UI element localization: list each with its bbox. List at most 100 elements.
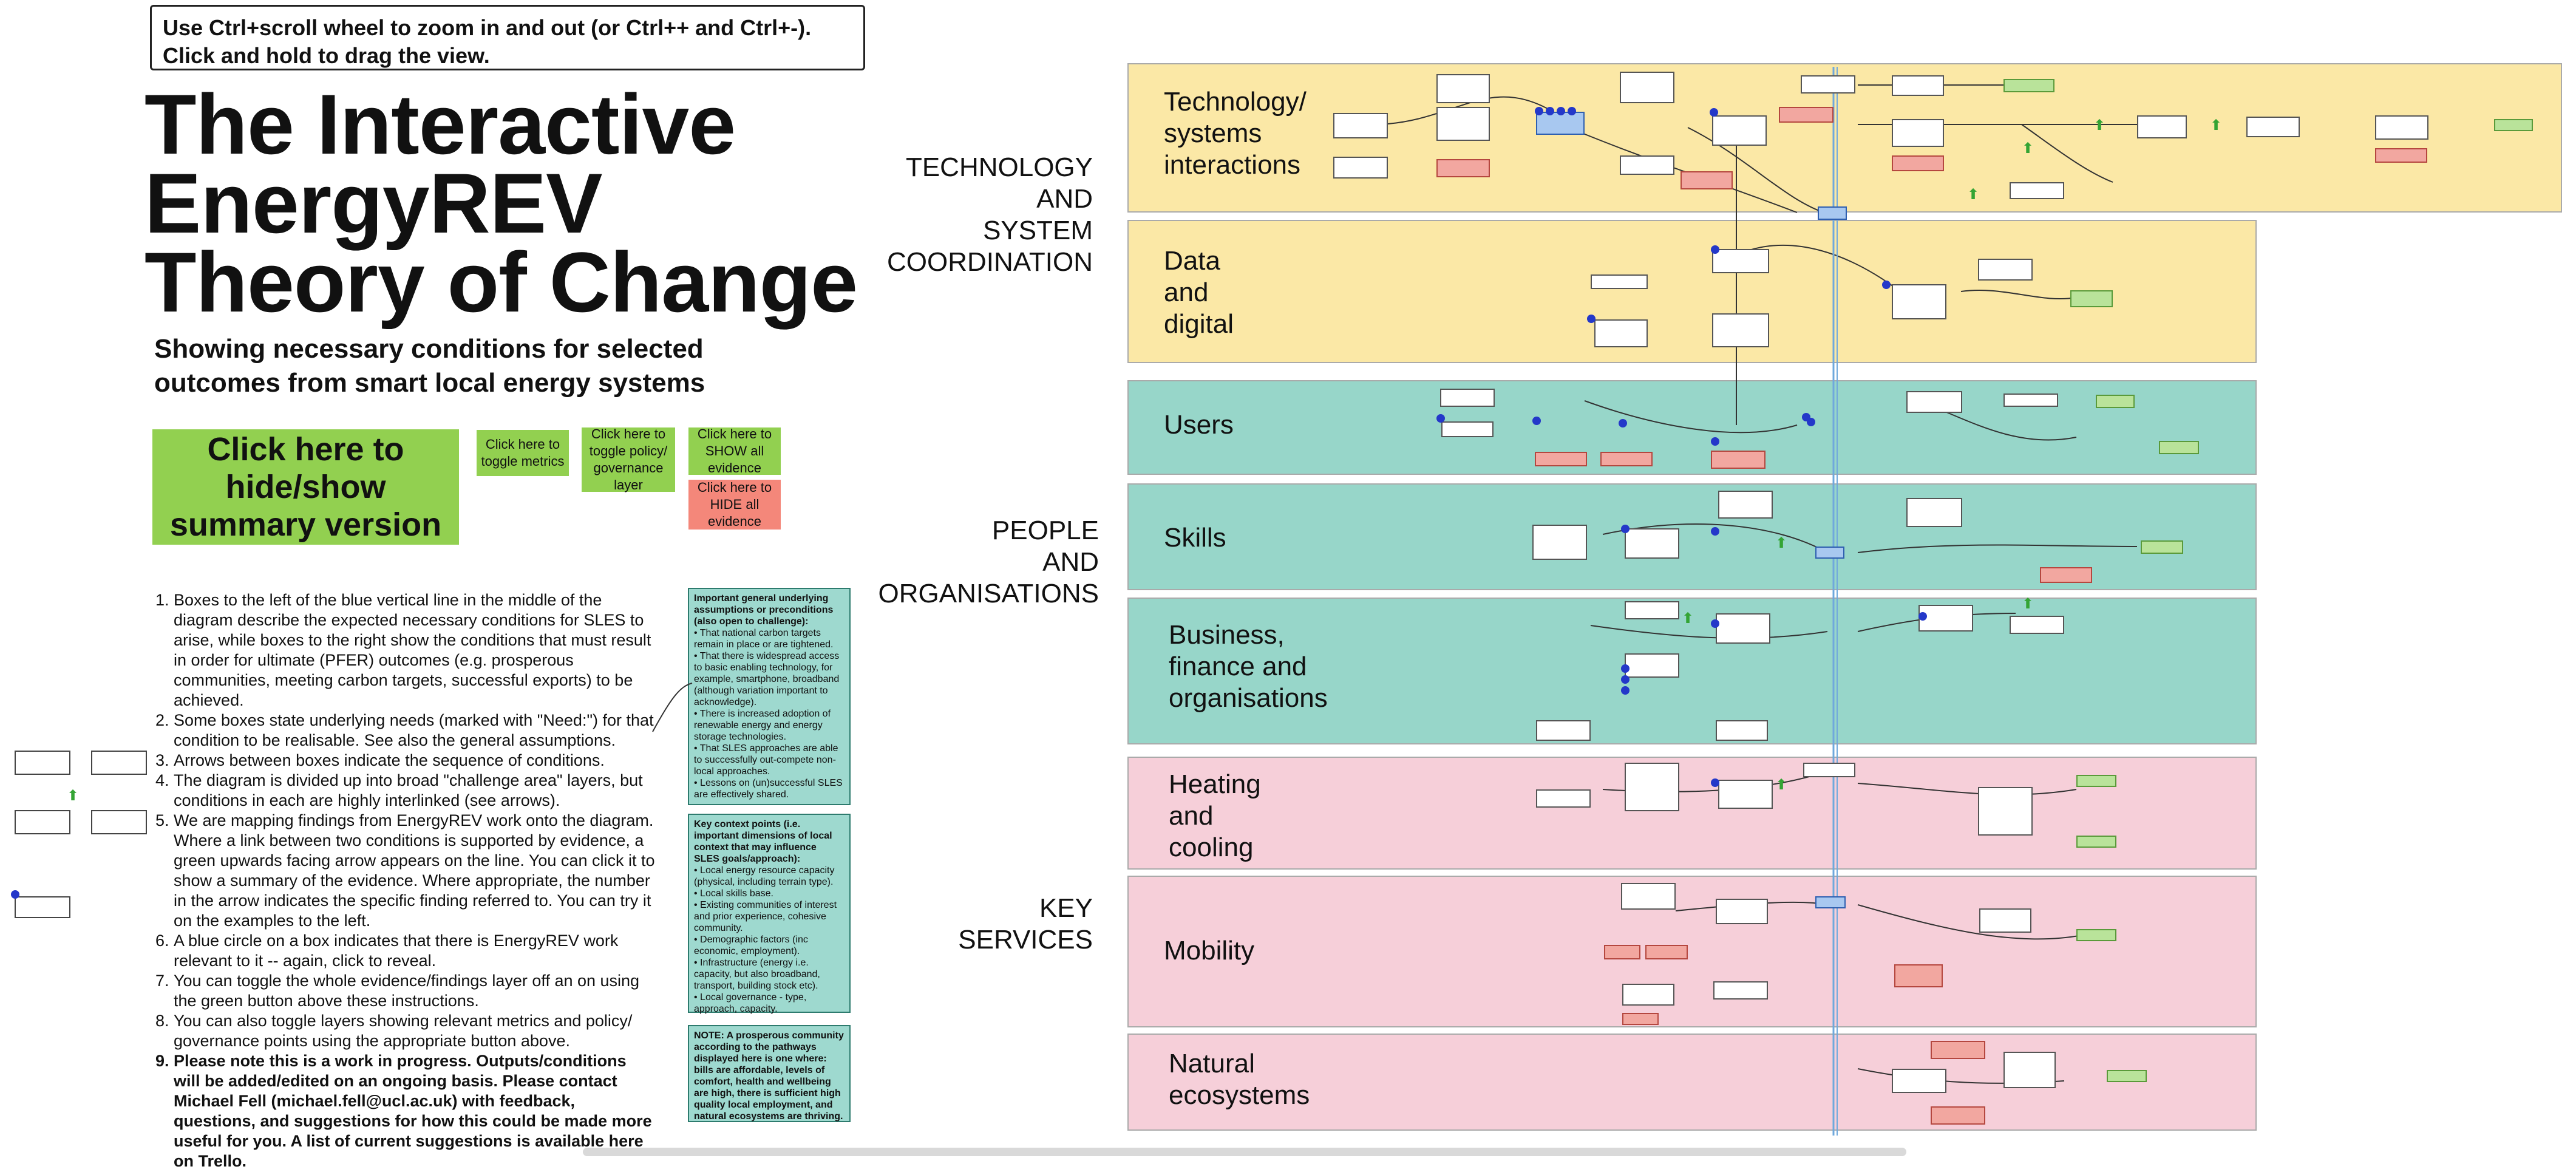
metric-box[interactable]	[2040, 567, 2092, 583]
condition-box[interactable]	[1436, 107, 1490, 141]
condition-box[interactable]	[1716, 720, 1768, 741]
condition-box[interactable]	[1536, 720, 1591, 741]
condition-box[interactable]	[1892, 119, 1944, 147]
condition-box[interactable]	[1718, 491, 1773, 519]
show-evidence-button[interactable]: Click here to SHOW all evidence	[688, 426, 781, 475]
condition-box[interactable]	[2010, 182, 2064, 199]
evidence-circle-icon[interactable]	[1621, 525, 1630, 533]
evidence-circle-icon[interactable]	[1711, 619, 1719, 628]
outcome-box[interactable]	[2107, 1070, 2147, 1082]
evidence-circle-icon[interactable]	[1802, 413, 1810, 421]
condition-box[interactable]	[1441, 421, 1494, 437]
toggle-metrics-button[interactable]: Click here to toggle metrics	[477, 430, 569, 476]
condition-box[interactable]	[1803, 763, 1855, 777]
evidence-circle-icon[interactable]	[1546, 107, 1554, 115]
metric-box[interactable]	[1894, 964, 1943, 987]
condition-box[interactable]	[1620, 155, 1674, 175]
hub-box[interactable]	[1815, 896, 1846, 908]
condition-box[interactable]	[1591, 274, 1648, 289]
condition-box[interactable]	[1918, 605, 1973, 632]
condition-box[interactable]	[1625, 601, 1679, 619]
evidence-circle-icon[interactable]	[1711, 245, 1719, 254]
condition-box[interactable]	[1892, 284, 1946, 319]
metric-box[interactable]	[1892, 155, 1944, 171]
condition-box[interactable]	[1622, 984, 1674, 1006]
condition-box[interactable]	[2003, 393, 2058, 407]
evidence-circle-icon[interactable]	[1587, 315, 1596, 323]
evidence-arrow-icon[interactable]: ⬆	[67, 788, 80, 804]
metric-box[interactable]	[1535, 452, 1587, 466]
evidence-circle-icon[interactable]	[1710, 108, 1718, 117]
hub-box[interactable]	[1818, 206, 1847, 220]
evidence-circle-icon[interactable]	[11, 890, 19, 899]
condition-box[interactable]	[1536, 789, 1591, 808]
condition-box[interactable]	[1978, 787, 2033, 836]
outcome-box[interactable]	[2159, 441, 2199, 454]
metric-box[interactable]	[1604, 945, 1640, 959]
evidence-circle-icon[interactable]	[1711, 527, 1719, 536]
condition-box[interactable]	[1718, 780, 1773, 809]
condition-box[interactable]	[2375, 115, 2428, 140]
outcome-box[interactable]	[2141, 540, 2183, 554]
condition-box[interactable]	[1712, 249, 1769, 273]
example-box[interactable]	[15, 751, 70, 775]
metric-box[interactable]	[1681, 171, 1733, 189]
evidence-arrow-icon[interactable]: ⬆	[1775, 777, 1788, 793]
condition-box[interactable]	[1892, 75, 1944, 96]
condition-box[interactable]	[1594, 319, 1648, 347]
evidence-circle-icon[interactable]	[1621, 664, 1630, 673]
evidence-circle-icon[interactable]	[1711, 778, 1719, 787]
evidence-circle-icon[interactable]	[1882, 281, 1891, 289]
condition-box[interactable]	[1713, 981, 1768, 1000]
condition-box[interactable]	[1440, 389, 1495, 407]
evidence-arrow-icon[interactable]: ⬆	[1775, 535, 1788, 551]
condition-box[interactable]	[1620, 72, 1674, 103]
evidence-circle-icon[interactable]	[1557, 107, 1565, 115]
outcome-box[interactable]	[2003, 79, 2054, 92]
evidence-arrow-icon[interactable]: ⬆	[2022, 140, 2034, 157]
evidence-circle-icon[interactable]	[1918, 612, 1927, 621]
condition-box[interactable]	[1333, 113, 1388, 138]
condition-box[interactable]	[1712, 115, 1767, 146]
condition-box[interactable]	[1978, 259, 2033, 281]
evidence-circle-icon[interactable]	[1535, 107, 1543, 115]
outcome-box[interactable]	[2076, 929, 2116, 941]
outcome-box[interactable]	[2076, 775, 2116, 787]
evidence-arrow-icon[interactable]: ⬆	[2022, 596, 2034, 612]
condition-box[interactable]	[2010, 616, 2064, 634]
condition-box[interactable]	[1621, 883, 1676, 910]
example-box[interactable]	[91, 810, 147, 834]
evidence-circle-icon[interactable]	[1621, 686, 1630, 695]
condition-box[interactable]	[2246, 117, 2300, 137]
metric-box[interactable]	[1436, 159, 1490, 177]
metric-box[interactable]	[1931, 1106, 1985, 1125]
condition-box[interactable]	[1436, 74, 1490, 103]
condition-box[interactable]	[1906, 391, 1962, 413]
condition-box[interactable]	[1801, 75, 1855, 94]
condition-box[interactable]	[1716, 899, 1768, 924]
condition-box[interactable]	[1892, 1069, 1946, 1093]
outcome-box[interactable]	[2076, 836, 2116, 848]
condition-box[interactable]	[1716, 613, 1770, 644]
example-box[interactable]	[15, 896, 70, 918]
evidence-circle-icon[interactable]	[1436, 414, 1445, 423]
horizontal-scrollbar[interactable]	[583, 1148, 1906, 1156]
outcome-box[interactable]	[2494, 119, 2533, 131]
toggle-policy-button[interactable]: Click here to toggle policy/ governance …	[582, 426, 675, 492]
example-box[interactable]	[91, 751, 147, 775]
example-box[interactable]	[15, 810, 70, 834]
condition-box[interactable]	[1625, 653, 1679, 678]
hide-evidence-button[interactable]: Click here to HIDE all evidence	[688, 480, 781, 530]
evidence-arrow-icon[interactable]: ⬆	[1682, 610, 1694, 627]
condition-box[interactable]	[1532, 525, 1587, 560]
condition-box[interactable]	[1333, 157, 1388, 179]
hub-box[interactable]	[1815, 547, 1844, 559]
metric-box[interactable]	[1645, 945, 1688, 959]
condition-box[interactable]	[1979, 908, 2031, 933]
outcome-box[interactable]	[2070, 290, 2113, 307]
evidence-circle-icon[interactable]	[1621, 675, 1630, 684]
condition-box[interactable]	[2137, 115, 2187, 138]
metric-box[interactable]	[2375, 148, 2427, 163]
metric-box[interactable]	[1931, 1041, 1985, 1059]
condition-box[interactable]	[1906, 498, 1962, 527]
